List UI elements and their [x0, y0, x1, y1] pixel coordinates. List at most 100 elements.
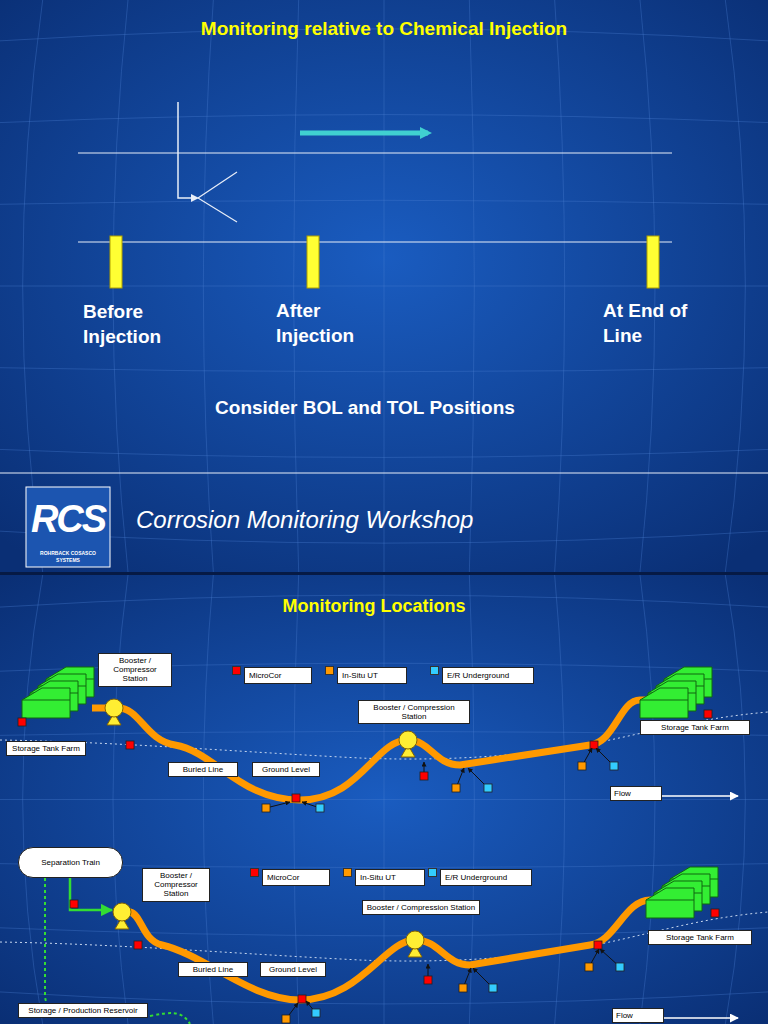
storage-tank: [646, 888, 694, 918]
label-box: Flow: [612, 1008, 664, 1023]
box-text: Storage Tank Farm: [10, 744, 82, 753]
slide-title: Monitoring relative to Chemical Injectio…: [0, 18, 768, 40]
legend-swatch: [428, 868, 437, 877]
label-box: Buried Line: [168, 762, 238, 777]
monitoring-marker: [312, 1009, 320, 1017]
grid-line: [203, 0, 213, 572]
monitoring-probe: [110, 236, 122, 288]
tank-edge: [640, 700, 688, 701]
label-box: Storage Tank Farm: [640, 720, 750, 735]
box-text: Separation Train: [41, 858, 100, 867]
label-box: Booster / Compression Station: [362, 900, 480, 915]
box-text: Buried Line: [182, 965, 244, 974]
injection-spray: [198, 172, 237, 222]
logo-text: RCS: [26, 500, 110, 538]
pipe-wall: [78, 241, 672, 242]
grid-line: [203, 575, 213, 1024]
vessel-shape: Separation Train: [18, 847, 123, 878]
monitoring-marker: [424, 976, 432, 984]
label-box: Storage / Production Reservoir: [18, 1003, 148, 1018]
monitoring-marker: [298, 995, 306, 1003]
label-box: Flow: [610, 786, 662, 801]
box-text: Storage Tank Farm: [652, 933, 748, 942]
monitoring-marker: [616, 963, 624, 971]
monitoring-marker: [590, 741, 598, 749]
flow-arrow: [300, 131, 428, 136]
box-text: Storage / Production Reservoir: [22, 1006, 144, 1015]
text-label: Consider BOL and TOL Positions: [0, 396, 730, 421]
label-box: Buried Line: [178, 962, 248, 977]
legend-label: In-Situ UT: [355, 869, 425, 886]
legend-label: MicroCor: [262, 869, 330, 886]
grid-line: [555, 575, 565, 1024]
pipeline: [130, 900, 660, 1000]
monitoring-marker: [585, 963, 593, 971]
legend-label: MicroCor: [244, 667, 312, 684]
reservoir-line: [45, 878, 80, 1016]
monitoring-markers: [18, 710, 719, 1023]
legend-swatch: [430, 666, 439, 675]
label-box: Ground Level: [252, 762, 320, 777]
flow-arrow: [662, 795, 738, 797]
monitoring-marker: [18, 718, 26, 726]
pump: [113, 903, 131, 921]
box-text: Ground Level: [256, 765, 316, 774]
box-text: Buried Line: [172, 765, 234, 774]
slide-background: [0, 575, 768, 1024]
monitoring-marker: [459, 984, 467, 992]
monitoring-marker: [711, 909, 719, 917]
box-text: Flow: [616, 1011, 660, 1020]
box-text: Booster / Compression Station: [362, 703, 466, 721]
monitoring-probe: [307, 236, 319, 288]
slide-background: [0, 0, 768, 572]
monitoring-marker: [452, 784, 460, 792]
grid-line: [23, 0, 43, 572]
box-text: Flow: [614, 789, 658, 798]
box-text: Storage Tank Farm: [644, 723, 746, 732]
text-label: ROHRBACK COSASCO SYSTEMS: [28, 550, 108, 563]
feed-line: [70, 878, 112, 910]
monitoring-marker: [489, 984, 497, 992]
grid-line: [113, 575, 128, 1024]
text-label: After Injection: [276, 299, 386, 348]
monitoring-marker: [292, 794, 300, 802]
legend-label: In-Situ UT: [337, 667, 407, 684]
grid-line: [555, 0, 565, 572]
grid-line: [469, 575, 474, 1024]
storage-tank: [22, 688, 70, 718]
injection-quill: [178, 102, 197, 198]
legend-swatch: [232, 666, 241, 675]
slide-title: Monitoring Locations: [0, 595, 748, 618]
box-text: Booster / Compression Station: [366, 903, 476, 912]
storage-tank: [640, 688, 688, 718]
monitoring-marker: [126, 741, 134, 749]
text-label: At End of Line: [603, 299, 703, 348]
reservoir-line: [150, 1013, 190, 1024]
legend-swatch: [343, 868, 352, 877]
label-box: Booster / Compressor Station: [142, 868, 210, 902]
pumps: [105, 699, 424, 957]
logo-box: [26, 487, 110, 567]
slide-gap: [0, 572, 768, 575]
legend-label: E/R Underground: [440, 869, 532, 886]
footer-rule: [0, 473, 768, 474]
monitoring-probe: [647, 236, 659, 288]
box-text: Booster / Compressor Station: [102, 656, 168, 684]
pump: [406, 931, 424, 949]
monitoring-marker: [316, 804, 324, 812]
grid-line: [384, 0, 385, 572]
tank-edge: [646, 900, 694, 901]
text-label: Before Injection: [83, 300, 193, 349]
legend-swatch: [325, 666, 334, 675]
grid-line: [725, 575, 745, 1024]
grid-line: [469, 0, 474, 572]
tank-edge: [22, 700, 70, 701]
text-label: Corrosion Monitoring Workshop: [136, 504, 636, 535]
monitoring-marker: [70, 900, 78, 908]
grid-line: [23, 575, 43, 1024]
monitoring-marker: [578, 762, 586, 770]
label-box: Booster / Compression Station: [358, 700, 470, 724]
monitoring-marker: [262, 804, 270, 812]
